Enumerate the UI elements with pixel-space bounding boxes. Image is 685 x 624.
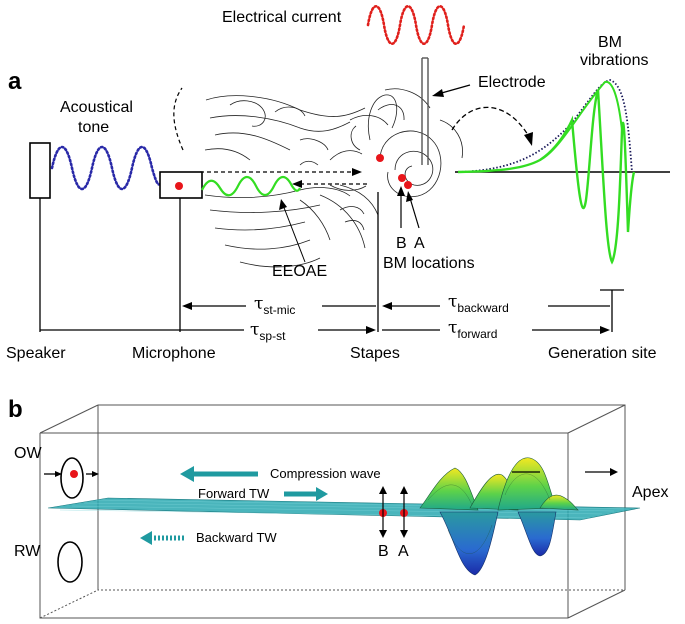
- tau-forward-label: τforward: [448, 318, 498, 341]
- stapes-label: Stapes: [350, 345, 400, 362]
- panel-b-loc-b-label: B: [378, 543, 389, 560]
- acoustic-tone-wave: [50, 145, 162, 191]
- ow-label: OW: [14, 445, 42, 462]
- electrical-current-label: Electrical current: [222, 9, 342, 26]
- apex-label: Apex: [632, 484, 669, 501]
- tau-st-mic-label: τst-mic: [254, 294, 296, 317]
- compression-wave-label: Compression wave: [270, 466, 381, 481]
- traveling-wave-surface: [419, 457, 579, 576]
- bm-loc-b-label: B: [396, 235, 407, 252]
- tau-sp-st-label: τsp-st: [250, 320, 286, 343]
- bm-loc-a-label: A: [414, 235, 425, 252]
- speaker-label: Speaker: [6, 345, 66, 362]
- bm-vibrations-label-line1: BM: [598, 34, 622, 51]
- oval-window-marker: [70, 470, 78, 478]
- electrode: [421, 57, 429, 165]
- backward-tw-label: Backward TW: [196, 530, 277, 545]
- bm-curved-dashed-arrow: [451, 106, 529, 136]
- electrode-label: Electrode: [478, 74, 546, 91]
- bm-vibration-wave: [457, 89, 636, 265]
- bm-vibrations-label-line2: vibrations: [580, 52, 649, 69]
- panel-a-label: a: [8, 68, 22, 95]
- electrical-current-wave: [366, 4, 466, 46]
- speaker-box: [29, 142, 51, 199]
- eeoae-label: EEOAE: [272, 263, 328, 280]
- bm-location-marker-a: [404, 181, 412, 189]
- generation-site-label: Generation site: [548, 345, 657, 362]
- bm-location-marker-upper: [376, 154, 384, 162]
- oval-window: [60, 457, 84, 499]
- microphone-marker: [175, 182, 183, 190]
- rw-label: RW: [14, 543, 41, 560]
- round-window: [57, 541, 83, 583]
- acoustical-tone-label-line1: Acoustical: [60, 99, 133, 116]
- panel-b-label: b: [8, 396, 23, 423]
- mic-curved-dashed-arrow: [173, 87, 184, 151]
- cochlea-box: [39, 404, 626, 619]
- microphone-label: Microphone: [132, 345, 216, 362]
- eeoae-wave: [201, 175, 301, 197]
- bm-location-marker-b: [398, 174, 406, 182]
- bm-locations-label: BM locations: [383, 255, 475, 272]
- panel-b-loc-a-label: A: [398, 543, 409, 560]
- bm-envelope: [457, 79, 633, 173]
- acoustical-tone-label-line2: tone: [78, 119, 110, 136]
- forward-tw-label: Forward TW: [198, 486, 270, 501]
- tau-backward-label: τbackward: [448, 292, 509, 315]
- ear-anatomy-illustration: [204, 88, 463, 268]
